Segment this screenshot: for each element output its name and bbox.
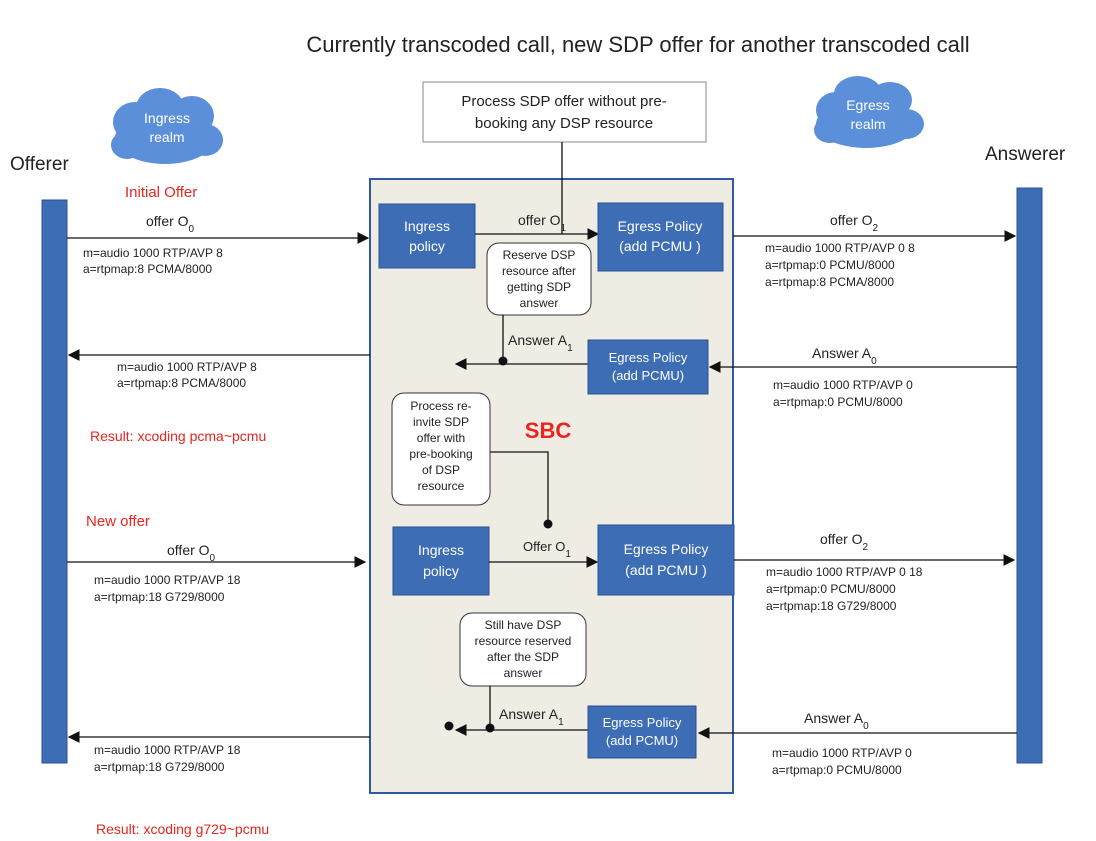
s1-answer-a0-sdp-2: a=rtpmap:0 PCMU/8000 [773, 395, 903, 409]
s2-ingress-policy-line2: policy [423, 563, 459, 579]
s1-egress-policy-out-box [597, 202, 724, 272]
s2-egress-policy-out-box [597, 524, 735, 596]
s2-note-anchor-dot [485, 723, 495, 733]
ingress-cloud-line2: realm [149, 129, 184, 145]
s2-answer-a1-end-dot [444, 721, 454, 731]
s1-result: Result: xcoding pcma~pcmu [90, 428, 266, 444]
s1-answer-a0-sdp-1: m=audio 1000 RTP/AVP 0 [773, 378, 913, 392]
s1-note-line4: answer [520, 296, 559, 310]
top-note-box [422, 81, 707, 143]
s2-offer-o1-label: Offer O1 [523, 539, 571, 560]
s1-note-line3: getting SDP [507, 280, 571, 294]
s2-egress-policy-in-box [587, 705, 697, 759]
s1-answer-out-sdp-2: a=rtpmap:8 PCMA/8000 [117, 376, 246, 390]
offerer-lifeline [41, 199, 68, 764]
s1-offer-o0-sdp-1: m=audio 1000 RTP/AVP 8 [83, 246, 223, 260]
s1-offer-o1-label: offer O1 [518, 212, 567, 234]
s1-note-anchor-dot [498, 356, 508, 366]
top-note-line2: booking any DSP resource [475, 115, 653, 132]
s1-answer-out-sdp-1: m=audio 1000 RTP/AVP 8 [117, 360, 257, 374]
ingress-cloud-line1: Ingress [144, 110, 190, 126]
offerer-label: Offerer [10, 154, 69, 175]
s2-result: Result: xcoding g729~pcmu [96, 821, 269, 837]
s2-ingress-policy-line1: Ingress [418, 542, 464, 558]
s2-answer-a1-label: Answer A1 [499, 706, 564, 728]
s2-ingress-policy-box [392, 526, 490, 596]
s1-answer-a0-label: Answer A0 [812, 345, 877, 367]
answerer-lifeline [1016, 187, 1043, 764]
top-note-line1: Process SDP offer without pre- [461, 93, 666, 110]
s2-note-line2: resource reserved [475, 634, 572, 648]
reinvite-note-line5: of DSP [422, 463, 460, 477]
ingress-realm-cloud: Ingress realm [111, 88, 223, 164]
s1-ingress-policy-line2: policy [409, 238, 445, 254]
s2-answer-a0-sdp-1: m=audio 1000 RTP/AVP 0 [772, 746, 912, 760]
reinvite-note-line2: invite SDP [413, 415, 469, 429]
s2-note-line1: Still have DSP [485, 618, 562, 632]
s1-offer-o2-label: offer O2 [830, 212, 879, 234]
s2-answer-a0-sdp-2: a=rtpmap:0 PCMU/8000 [772, 763, 902, 777]
s1-egress-policy-out-line2: (add PCMU ) [619, 238, 701, 254]
egress-cloud-line2: realm [850, 116, 885, 132]
s2-offer-o0-label: offer O0 [167, 542, 216, 564]
s2-offer-o2-sdp-2: a=rtpmap:0 PCMU/8000 [766, 582, 896, 596]
s1-note-line2: resource after [502, 264, 576, 278]
s1-offer-o0-label: offer O0 [146, 213, 195, 235]
s1-offer-o2-sdp-1: m=audio 1000 RTP/AVP 0 8 [765, 241, 915, 255]
s1-answer-a1-label: Answer A1 [508, 332, 573, 354]
s2-offer-o2-label: offer O2 [820, 531, 869, 553]
s2-egress-policy-in-line2: (add PCMU) [606, 733, 678, 748]
s2-offer-o2-sdp-3: a=rtpmap:18 G729/8000 [766, 599, 897, 613]
reinvite-note-line4: pre-booking [409, 447, 472, 461]
reinvite-note-anchor-dot [543, 519, 553, 529]
s1-note-line1: Reserve DSP [503, 248, 576, 262]
initial-offer-heading: Initial Offer [125, 184, 197, 201]
s1-offer-o2-sdp-2: a=rtpmap:0 PCMU/8000 [765, 258, 895, 272]
answerer-label: Answerer [985, 144, 1066, 165]
sbc-label: SBC [525, 418, 572, 443]
reinvite-note [391, 392, 491, 506]
new-offer-heading: New offer [86, 513, 150, 530]
s2-egress-policy-out-line2: (add PCMU ) [625, 562, 707, 578]
s2-offer-o0-sdp-1: m=audio 1000 RTP/AVP 18 [94, 573, 241, 587]
s2-answer-out-sdp-1: m=audio 1000 RTP/AVP 18 [94, 743, 241, 757]
egress-cloud-line1: Egress [846, 97, 890, 113]
s1-offer-o2-sdp-3: a=rtpmap:8 PCMA/8000 [765, 275, 894, 289]
s1-egress-policy-out-line1: Egress Policy [618, 218, 703, 234]
s1-ingress-policy-line1: Ingress [404, 218, 450, 234]
reinvite-note-line6: resource [418, 479, 465, 493]
s2-egress-policy-out-line1: Egress Policy [624, 541, 709, 557]
reinvite-note-line3: offer with [417, 431, 465, 445]
diagram-title: Currently transcoded call, new SDP offer… [306, 32, 969, 57]
s1-offer-o0-sdp-2: a=rtpmap:8 PCMA/8000 [83, 262, 212, 276]
reinvite-note-line1: Process re- [410, 399, 471, 413]
s2-note-line4: answer [504, 666, 543, 680]
s1-reserve-dsp-note [486, 242, 592, 316]
s2-answer-out-sdp-2: a=rtpmap:18 G729/8000 [94, 760, 225, 774]
s1-ingress-policy-box [378, 203, 476, 269]
s1-egress-policy-in-line2: (add PCMU) [612, 368, 684, 383]
s1-egress-policy-in-box [587, 339, 709, 395]
reinvite-note-connector [490, 451, 549, 522]
s2-egress-policy-in-line1: Egress Policy [603, 715, 682, 730]
s2-offer-o2-sdp-1: m=audio 1000 RTP/AVP 0 18 [766, 565, 923, 579]
s2-still-reserved-note [459, 612, 587, 687]
s2-offer-o0-sdp-2: a=rtpmap:18 G729/8000 [94, 590, 225, 604]
s2-note-line3: after the SDP [487, 650, 559, 664]
egress-realm-cloud: Egress realm [814, 76, 924, 148]
s1-egress-policy-in-line1: Egress Policy [609, 350, 688, 365]
s2-answer-a0-label: Answer A0 [804, 710, 869, 732]
